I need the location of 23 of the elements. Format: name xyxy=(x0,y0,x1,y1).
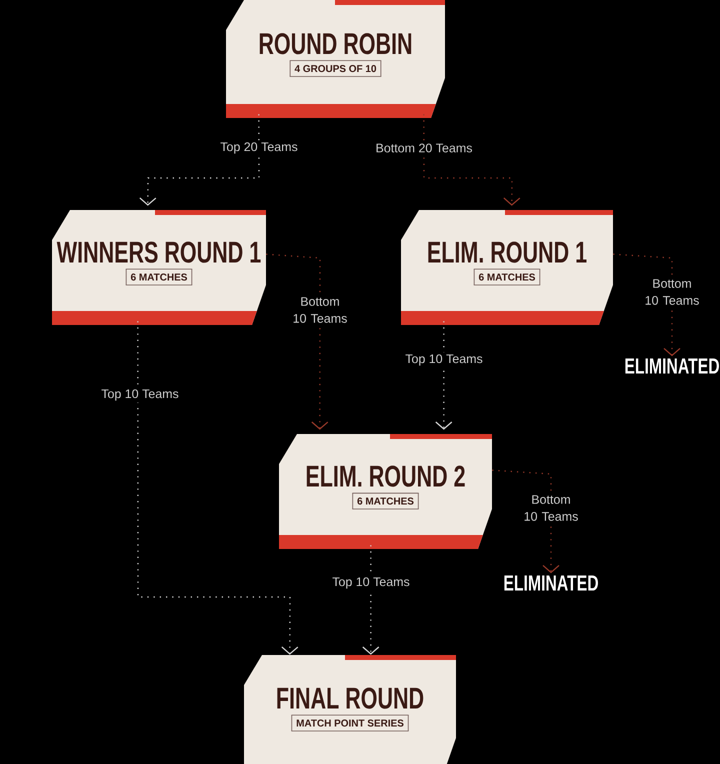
stage-card: ROUND ROBIN 4 GROUPS OF 10 xyxy=(226,0,445,118)
arrow xyxy=(266,254,328,430)
result-text: ELIMINATED xyxy=(625,358,719,374)
arrow xyxy=(423,114,520,206)
edge-label: Top 10 Teams xyxy=(403,352,485,368)
arrow xyxy=(492,470,560,574)
arrow xyxy=(435,321,452,430)
arrow xyxy=(613,254,680,356)
arrow xyxy=(139,114,260,206)
edge-label: Bottom 10 Teams xyxy=(287,295,353,325)
edge-label: Bottom 10 Teams xyxy=(639,277,705,307)
result-text: ELIMINATED xyxy=(504,575,598,591)
edge-label: Top 20 Teams xyxy=(218,140,300,156)
arrow xyxy=(137,321,298,655)
edge-label: Top 10 Teams xyxy=(99,387,181,403)
arrow xyxy=(362,545,380,655)
edge-label: Top 10 Teams xyxy=(330,575,412,591)
stage-card: ELIM. ROUND 2 6 MATCHES xyxy=(279,434,492,549)
stage-card: ELIM. ROUND 1 6 MATCHES xyxy=(401,210,613,325)
stage-card: FINAL ROUND MATCH POINT SERIES xyxy=(244,655,456,764)
stage-card: WINNERS ROUND 1 6 MATCHES xyxy=(52,210,266,325)
edge-label: Bottom 20 Teams xyxy=(374,142,474,154)
edge-label: Bottom 10 Teams xyxy=(518,493,584,523)
